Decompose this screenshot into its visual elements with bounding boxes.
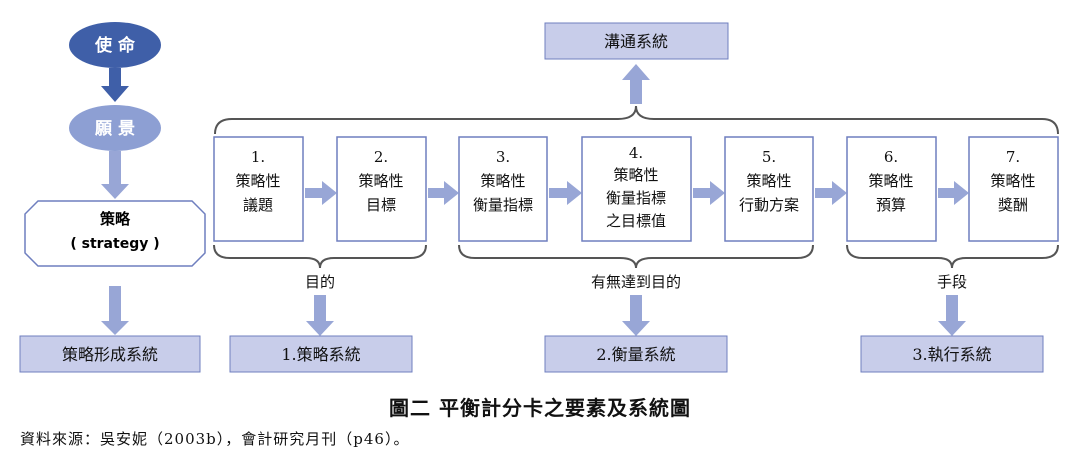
step-5-number: 5. <box>762 148 776 166</box>
step-2-line-1: 策略性 <box>358 172 403 190</box>
step-4-line-2: 衡量指標 <box>606 189 666 207</box>
brace-achieve <box>458 244 814 269</box>
step-7-number: 7. <box>1006 148 1020 166</box>
formation-system-label: 策略形成系統 <box>62 345 158 364</box>
group-label-purpose: 目的 <box>305 273 335 291</box>
arrow-step-6-7 <box>938 181 969 205</box>
step-6-number: 6. <box>884 148 898 166</box>
measure-system-box <box>544 335 728 373</box>
brace-purpose <box>213 244 427 269</box>
step-5-line-2: 行動方案 <box>739 196 799 214</box>
step-1-number: 1. <box>251 148 265 166</box>
execution-system-box <box>860 335 1044 373</box>
step-3-number: 3. <box>496 148 510 166</box>
arrow-mission-vision <box>101 68 129 102</box>
group-label-means: 手段 <box>937 273 967 291</box>
communication-system-label: 溝通系統 <box>604 32 668 51</box>
step-1-line-1: 策略性 <box>235 172 280 190</box>
step-6-line-2: 預算 <box>876 196 906 214</box>
strategy-title: 策略 <box>99 210 131 228</box>
arrow-step-1-2 <box>305 181 337 205</box>
step-box-4 <box>581 136 692 242</box>
step-1-line-2: 議題 <box>243 196 273 214</box>
vision-ellipse <box>69 105 161 151</box>
step-2-line-2: 目標 <box>366 196 396 214</box>
source-note: 資料來源：吳安妮（2003b），會計研究月刊（p46）。 <box>20 430 410 448</box>
strategy-hexagon <box>24 200 206 267</box>
arrow-step-5-6 <box>815 181 847 205</box>
step-2-number: 2. <box>374 148 388 166</box>
step-7-line-1: 策略性 <box>990 172 1035 190</box>
figure-caption: 圖二 平衡計分卡之要素及系統圖 <box>389 396 691 420</box>
top-brace <box>214 105 1059 135</box>
step-box-7 <box>968 136 1059 242</box>
step-6-line-1: 策略性 <box>868 172 913 190</box>
step-box-2 <box>336 136 427 242</box>
arrow-step-4-5 <box>693 181 725 205</box>
formation-system-box <box>19 335 201 373</box>
group-label-achieve: 有無達到目的 <box>591 273 681 291</box>
mission-label: 使 命 <box>94 35 136 56</box>
step-3-line-2: 衡量指標 <box>473 196 533 214</box>
arrow-vision-strategy <box>101 151 129 199</box>
mission-ellipse <box>69 22 161 68</box>
arrow-means-system <box>938 295 966 336</box>
step-box-6 <box>846 136 937 242</box>
measure-system-label: 2.衡量系統 <box>596 345 675 364</box>
arrow-step-3-4 <box>549 181 582 205</box>
arrow-achieve-system <box>622 295 650 336</box>
arrow-step-2-3 <box>428 181 459 205</box>
strategy-system-label: 1.策略系統 <box>281 345 360 364</box>
step-box-1 <box>213 136 304 242</box>
execution-system-label: 3.執行系統 <box>912 345 991 364</box>
step-7-line-2: 獎酬 <box>998 196 1028 214</box>
strategy-system-box <box>229 335 413 373</box>
arrow-brace-communication <box>622 64 650 104</box>
communication-system-box <box>544 22 729 60</box>
step-4-number: 4. <box>629 144 643 162</box>
strategy-subtitle: ( strategy ) <box>70 236 159 252</box>
brace-means <box>846 244 1059 269</box>
step-box-3 <box>458 136 548 242</box>
vision-label: 願 景 <box>95 119 135 139</box>
step-5-line-1: 策略性 <box>746 172 791 190</box>
arrow-strategy-formation <box>101 286 129 335</box>
step-4-line-1: 策略性 <box>613 166 658 184</box>
arrow-purpose-system <box>306 295 334 336</box>
step-box-5 <box>724 136 814 242</box>
step-3-line-1: 策略性 <box>480 172 525 190</box>
step-4-line-3: 之目標值 <box>606 212 666 230</box>
